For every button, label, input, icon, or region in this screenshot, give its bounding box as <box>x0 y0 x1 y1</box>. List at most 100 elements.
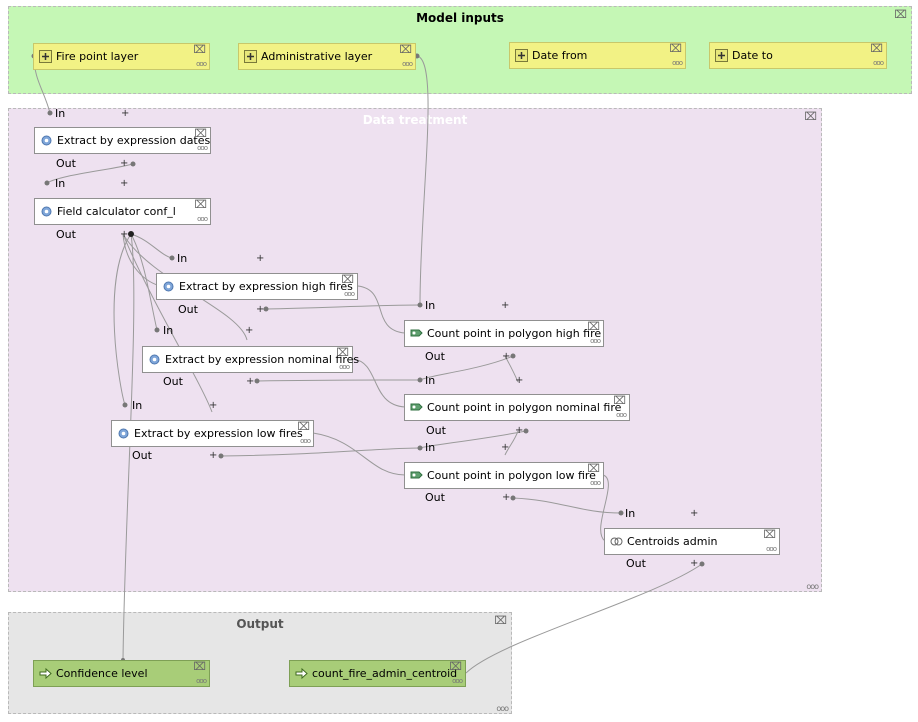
node-label: Fire point layer <box>56 50 139 63</box>
close-icon[interactable]: ⌧ <box>194 127 207 140</box>
resize-dots-icon[interactable]: ooo <box>806 582 819 591</box>
port-add-button[interactable]: + <box>209 400 218 411</box>
close-icon[interactable]: ⌧ <box>763 528 776 541</box>
node-dots-icon[interactable]: ooo <box>300 437 311 445</box>
close-icon[interactable]: ⌧ <box>894 8 907 21</box>
plus-icon <box>244 50 257 63</box>
input-date-to[interactable]: Date to ⌧ ooo <box>709 42 887 69</box>
close-icon[interactable]: ⌧ <box>336 346 349 359</box>
close-icon[interactable]: ⌧ <box>341 273 354 286</box>
algorithm-extract-dates[interactable]: Extract by expression dates ⌧ ooo <box>34 127 211 154</box>
port-in-label: In <box>163 324 174 337</box>
port-in-label: In <box>177 252 188 265</box>
close-icon[interactable]: ⌧ <box>587 462 600 475</box>
node-label: Date to <box>732 49 773 62</box>
port-out-label: Out <box>425 350 445 363</box>
port-add-button[interactable]: + <box>501 442 510 453</box>
node-dots-icon[interactable]: ooo <box>344 290 355 298</box>
node-label: Count point in polygon high fire <box>427 327 602 340</box>
input-fire-point-layer[interactable]: Fire point layer ⌧ ooo <box>33 43 210 70</box>
port-add-button[interactable]: + <box>515 375 524 386</box>
node-dots-icon[interactable]: ooo <box>339 363 350 371</box>
algorithm-field-calculator[interactable]: Field calculator conf_l ⌧ ooo <box>34 198 211 225</box>
close-icon[interactable]: ⌧ <box>870 42 883 55</box>
node-label: Date from <box>532 49 588 62</box>
node-dots-icon[interactable]: ooo <box>766 545 777 553</box>
vector-tool-icon <box>410 471 423 479</box>
node-label: Count point in polygon low fire <box>427 469 596 482</box>
algorithm-extract-low[interactable]: Extract by expression low fires ⌧ ooo <box>111 420 314 447</box>
port-add-button[interactable]: + <box>120 178 129 189</box>
port-add-button[interactable]: + <box>502 492 511 503</box>
port-out-label: Out <box>178 303 198 316</box>
node-dots-icon[interactable]: ooo <box>616 411 627 419</box>
port-add-button[interactable]: + <box>120 229 129 240</box>
port-add-button[interactable]: + <box>256 304 265 315</box>
close-icon[interactable]: ⌧ <box>399 43 412 56</box>
port-add-button[interactable]: + <box>690 558 699 569</box>
node-label: Extract by expression nominal fires <box>165 353 360 366</box>
output-confidence-level[interactable]: Confidence level ⌧ ooo <box>33 660 210 687</box>
plus-icon <box>715 49 728 62</box>
port-add-button[interactable]: + <box>515 425 524 436</box>
node-dots-icon[interactable]: ooo <box>590 479 601 487</box>
close-icon[interactable]: ⌧ <box>449 660 462 673</box>
node-label: count_fire_admin_centroid <box>312 667 458 680</box>
node-dots-icon[interactable]: ooo <box>590 337 601 345</box>
node-dots-icon[interactable]: ooo <box>402 60 413 68</box>
node-dots-icon[interactable]: ooo <box>873 59 884 67</box>
port-in-label: In <box>55 107 66 120</box>
node-dots-icon[interactable]: ooo <box>196 60 207 68</box>
arrow-right-icon <box>39 667 52 680</box>
gear-icon <box>41 135 52 146</box>
node-label: Extract by expression high fires <box>179 280 353 293</box>
close-icon[interactable]: ⌧ <box>804 110 817 123</box>
centroid-icon <box>610 537 623 546</box>
node-dots-icon[interactable]: ooo <box>672 59 683 67</box>
port-add-button[interactable]: + <box>121 108 130 119</box>
port-out-label: Out <box>56 157 76 170</box>
port-add-button[interactable]: + <box>256 253 265 264</box>
output-count-fire-admin-centroid[interactable]: count_fire_admin_centroid ⌧ ooo <box>289 660 466 687</box>
close-icon[interactable]: ⌧ <box>297 420 310 433</box>
node-label: Centroids admin <box>627 535 718 548</box>
port-in-label: In <box>425 441 436 454</box>
algorithm-extract-high[interactable]: Extract by expression high fires ⌧ ooo <box>156 273 358 300</box>
port-add-button[interactable]: + <box>502 351 511 362</box>
port-out-label: Out <box>626 557 646 570</box>
port-add-button[interactable]: + <box>245 325 254 336</box>
algorithm-count-nominal[interactable]: Count point in polygon nominal fire ⌧ oo… <box>404 394 630 421</box>
input-administrative-layer[interactable]: Administrative layer ⌧ ooo <box>238 43 416 70</box>
close-icon[interactable]: ⌧ <box>494 614 507 627</box>
close-icon[interactable]: ⌧ <box>193 43 206 56</box>
port-add-button[interactable]: + <box>209 450 218 461</box>
algorithm-count-low[interactable]: Count point in polygon low fire ⌧ ooo <box>404 462 604 489</box>
port-add-button[interactable]: + <box>120 158 129 169</box>
port-in-label: In <box>55 177 66 190</box>
port-add-button[interactable]: + <box>690 508 699 519</box>
algorithm-centroids[interactable]: Centroids admin ⌧ ooo <box>604 528 780 555</box>
port-add-button[interactable]: + <box>246 376 255 387</box>
group-data-treatment[interactable]: Data treatment ⌧ ooo <box>8 108 822 592</box>
node-dots-icon[interactable]: ooo <box>197 215 208 223</box>
close-icon[interactable]: ⌧ <box>587 320 600 333</box>
gear-icon <box>163 281 174 292</box>
node-dots-icon[interactable]: ooo <box>197 144 208 152</box>
close-icon[interactable]: ⌧ <box>669 42 682 55</box>
plus-icon <box>515 49 528 62</box>
algorithm-count-high[interactable]: Count point in polygon high fire ⌧ ooo <box>404 320 604 347</box>
input-date-from[interactable]: Date from ⌧ ooo <box>509 42 686 69</box>
port-add-button[interactable]: + <box>501 300 510 311</box>
plus-icon <box>39 50 52 63</box>
vector-tool-icon <box>410 329 423 337</box>
node-dots-icon[interactable]: ooo <box>196 677 207 685</box>
node-dots-icon[interactable]: ooo <box>452 677 463 685</box>
close-icon[interactable]: ⌧ <box>193 660 206 673</box>
port-in-label: In <box>132 399 143 412</box>
close-icon[interactable]: ⌧ <box>194 198 207 211</box>
resize-dots-icon[interactable]: ooo <box>496 704 509 713</box>
algorithm-extract-nominal[interactable]: Extract by expression nominal fires ⌧ oo… <box>142 346 359 373</box>
arrow-right-icon <box>295 667 308 680</box>
node-label: Confidence level <box>56 667 148 680</box>
close-icon[interactable]: ⌧ <box>613 394 626 407</box>
